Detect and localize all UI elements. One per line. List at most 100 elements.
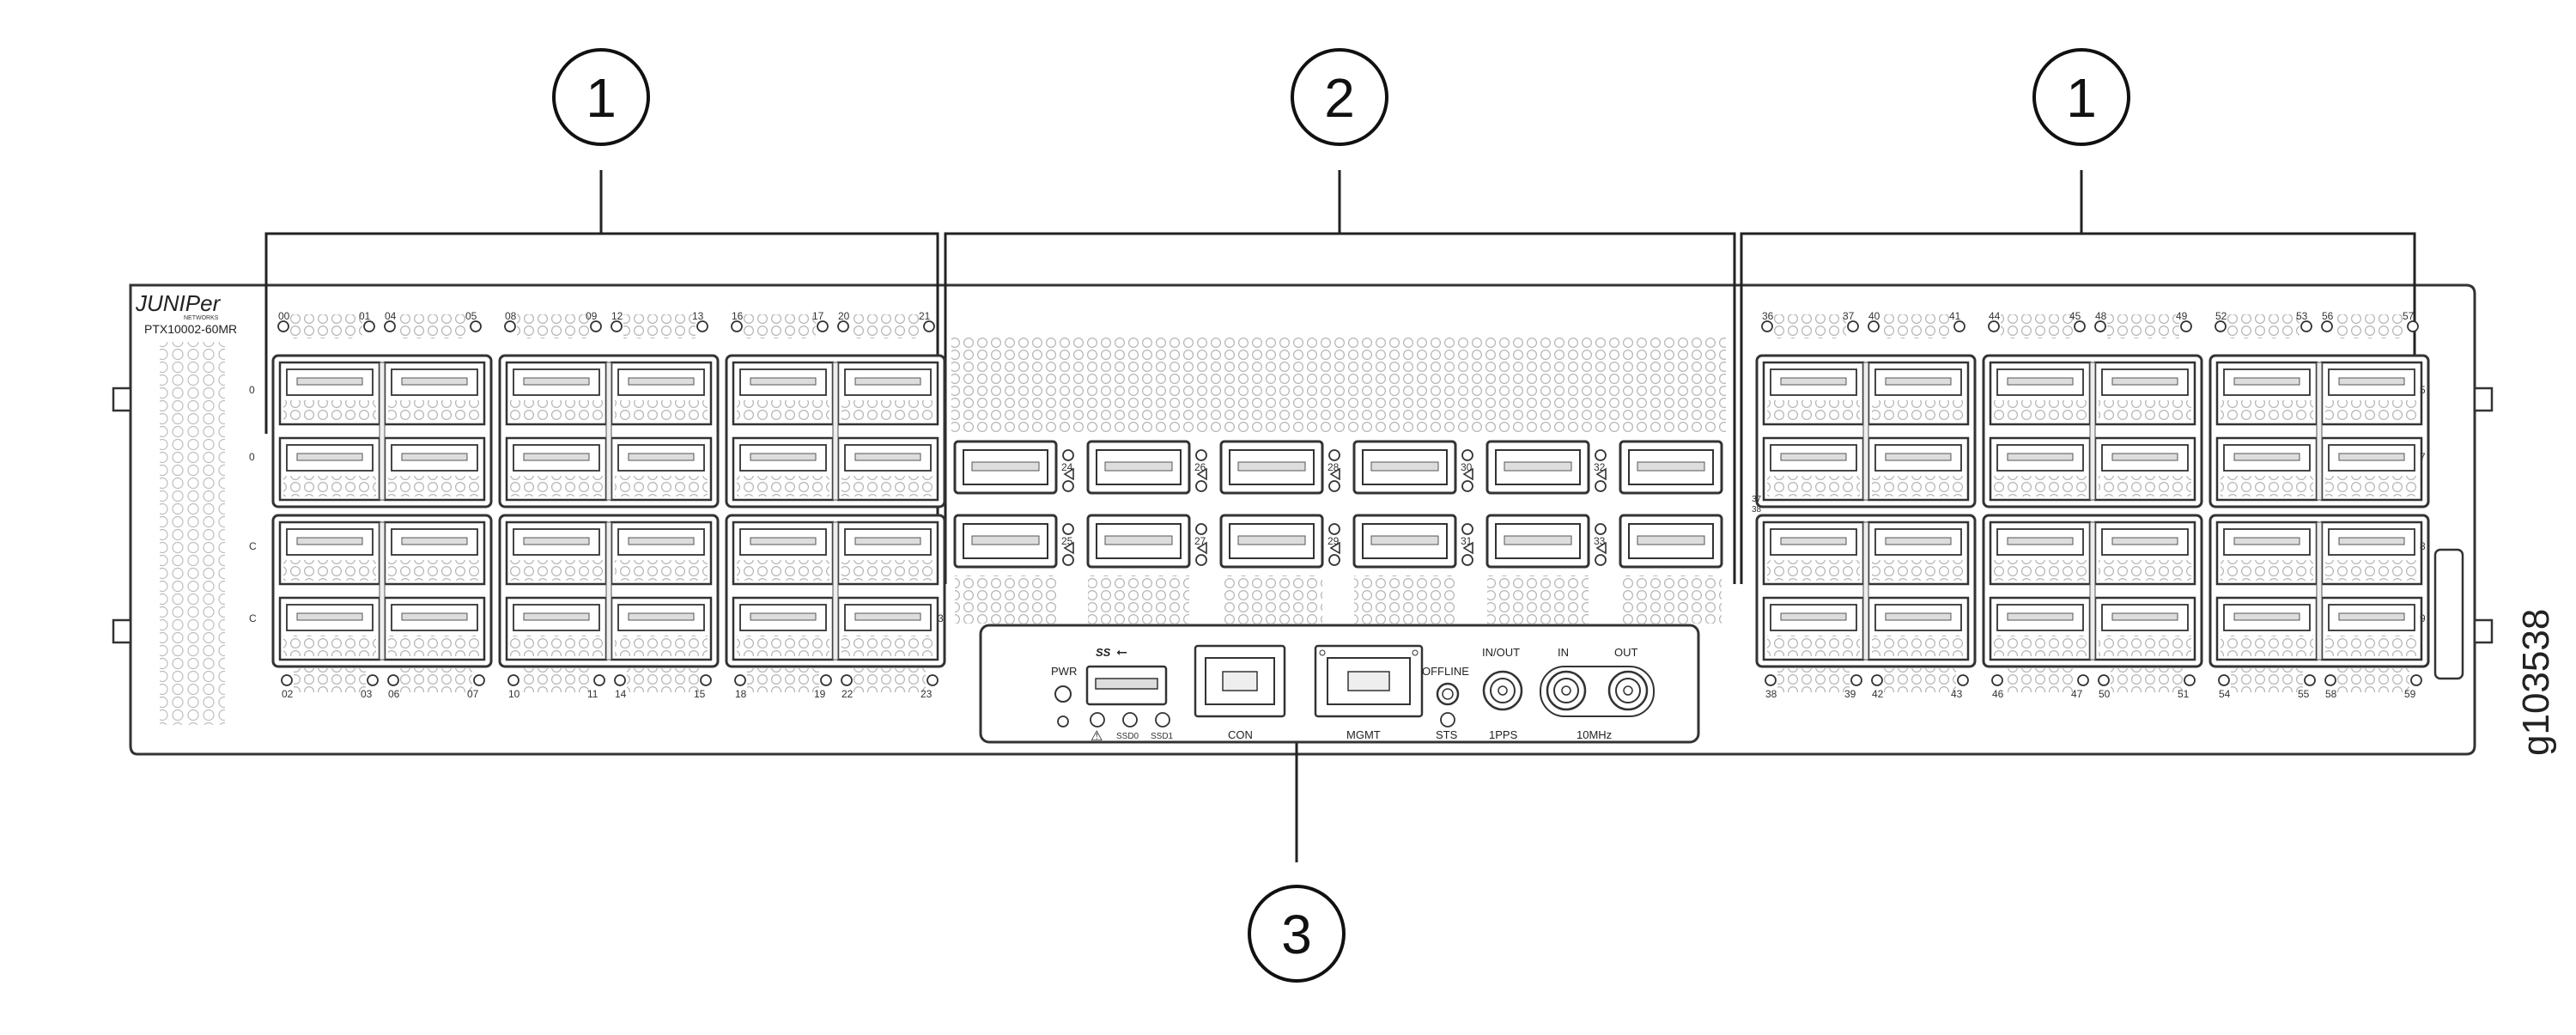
qsfp-port[interactable] bbox=[383, 436, 486, 502]
led-strip-vent bbox=[2337, 668, 2409, 692]
qsfp-port[interactable] bbox=[2093, 596, 2196, 661]
port-led bbox=[841, 674, 853, 686]
ssd1-led bbox=[1155, 712, 1170, 728]
osfp-port-1-0[interactable] bbox=[1086, 440, 1207, 495]
osfp-port-3-0[interactable] bbox=[1352, 440, 1473, 495]
port-number: 38 bbox=[1765, 688, 1777, 700]
qsfp-port[interactable] bbox=[2320, 521, 2423, 586]
svg-text:2: 2 bbox=[1324, 67, 1355, 129]
qsfp-port[interactable] bbox=[1762, 521, 1865, 586]
qsfp-port[interactable] bbox=[2093, 521, 2196, 586]
osfp-port-3-1[interactable] bbox=[1352, 514, 1473, 569]
qsfp-port[interactable] bbox=[1762, 361, 1865, 426]
right-bottom-led-strip bbox=[1871, 668, 1969, 692]
qsfp-port[interactable] bbox=[732, 436, 835, 502]
qsfp-port[interactable] bbox=[1989, 361, 2092, 426]
osfp-port-0-1[interactable] bbox=[953, 514, 1074, 569]
qsfp-port[interactable] bbox=[2320, 436, 2423, 502]
qsfp-port[interactable] bbox=[836, 436, 939, 502]
qsfp-port[interactable] bbox=[1867, 436, 1970, 502]
port-contacts bbox=[2111, 377, 2178, 386]
port-contacts bbox=[628, 612, 695, 621]
port-cage-left-top-1 bbox=[498, 354, 720, 508]
osfp-port-2-0[interactable] bbox=[1219, 440, 1340, 495]
left-top-led-strip bbox=[837, 314, 935, 338]
osfp-port-2-1[interactable] bbox=[1219, 514, 1340, 569]
qsfp-port[interactable] bbox=[383, 361, 486, 426]
port-vent bbox=[1767, 476, 1860, 496]
led-strip-vent bbox=[744, 314, 816, 338]
osfp-port-5-0[interactable] bbox=[1619, 440, 1723, 495]
qsfp-port[interactable] bbox=[1989, 436, 2092, 502]
qsfp-port[interactable] bbox=[836, 361, 939, 426]
port-vent bbox=[615, 560, 708, 581]
qsfp-port[interactable] bbox=[383, 596, 486, 661]
qsfp-port[interactable] bbox=[1989, 521, 2092, 586]
qsfp-port[interactable] bbox=[1762, 436, 1865, 502]
qsfp-port[interactable] bbox=[383, 521, 486, 586]
qsfp-port[interactable] bbox=[1867, 521, 1970, 586]
qsfp-port[interactable] bbox=[610, 361, 713, 426]
port-number: 05 bbox=[465, 310, 477, 322]
qsfp-port[interactable] bbox=[1762, 596, 1865, 661]
qsfp-port[interactable] bbox=[2093, 361, 2196, 426]
port-vent bbox=[2221, 636, 2313, 656]
qsfp-port[interactable] bbox=[2093, 436, 2196, 502]
10mhz-in-connector[interactable] bbox=[1546, 670, 1587, 711]
qsfp-port[interactable] bbox=[2215, 361, 2318, 426]
qsfp-port[interactable] bbox=[732, 521, 835, 586]
pps-connector[interactable] bbox=[1482, 670, 1523, 711]
qsfp-port[interactable] bbox=[278, 436, 381, 502]
port-contacts bbox=[854, 453, 921, 461]
qsfp-port[interactable] bbox=[732, 361, 835, 426]
qsfp-port[interactable] bbox=[1867, 361, 1970, 426]
osfp-port-1-1[interactable] bbox=[1086, 514, 1207, 569]
led-strip-vent bbox=[1884, 668, 1956, 692]
port-contacts bbox=[854, 612, 921, 621]
10mhz-out-connector[interactable] bbox=[1607, 670, 1649, 711]
port-contacts bbox=[1780, 537, 1847, 545]
qsfp-port[interactable] bbox=[2215, 596, 2318, 661]
qsfp-port[interactable] bbox=[610, 521, 713, 586]
qsfp-port[interactable] bbox=[610, 596, 713, 661]
left-top-led-strip bbox=[384, 314, 482, 338]
qsfp-port[interactable] bbox=[278, 521, 381, 586]
qsfp-port[interactable] bbox=[2320, 361, 2423, 426]
port-number: 00 bbox=[278, 310, 290, 322]
port-led bbox=[734, 674, 746, 686]
usb-icon: ⭠ bbox=[1116, 645, 1127, 660]
qsfp-port[interactable] bbox=[2215, 521, 2318, 586]
qsfp-port[interactable] bbox=[1867, 596, 1970, 661]
qsfp-port[interactable] bbox=[610, 436, 713, 502]
qsfp-port[interactable] bbox=[732, 596, 835, 661]
port-contacts bbox=[523, 453, 590, 461]
qsfp-port[interactable] bbox=[836, 596, 939, 661]
qsfp-port[interactable] bbox=[2215, 436, 2318, 502]
qsfp-port[interactable] bbox=[505, 361, 608, 426]
port-cage-right-top-2 bbox=[2208, 354, 2430, 508]
out-label: OUT bbox=[1614, 646, 1638, 659]
port-contacts bbox=[1504, 461, 1572, 472]
qsfp-port[interactable] bbox=[505, 436, 608, 502]
osfp-port-4-0[interactable] bbox=[1485, 440, 1607, 495]
qsfp-port[interactable] bbox=[836, 521, 939, 586]
port-vent bbox=[510, 636, 603, 656]
port-led bbox=[2215, 320, 2227, 332]
port-number: 50 bbox=[2099, 688, 2111, 700]
qsfp-port[interactable] bbox=[278, 596, 381, 661]
qsfp-port[interactable] bbox=[505, 521, 608, 586]
sts-led bbox=[1440, 712, 1455, 728]
port-led bbox=[1461, 480, 1473, 492]
qsfp-port[interactable] bbox=[505, 596, 608, 661]
led-strip-vent bbox=[2111, 668, 2183, 692]
qsfp-port[interactable] bbox=[278, 361, 381, 426]
mid-lower-vent bbox=[1088, 575, 1189, 624]
osfp-port-4-1[interactable] bbox=[1485, 514, 1607, 569]
qsfp-port[interactable] bbox=[2320, 596, 2423, 661]
osfp-port-5-1[interactable] bbox=[1619, 514, 1723, 569]
port-number: 47 bbox=[2071, 688, 2083, 700]
port-contacts bbox=[628, 377, 695, 386]
port-vent bbox=[510, 560, 603, 581]
qsfp-port[interactable] bbox=[1989, 596, 2092, 661]
osfp-port-0-0[interactable] bbox=[953, 440, 1074, 495]
